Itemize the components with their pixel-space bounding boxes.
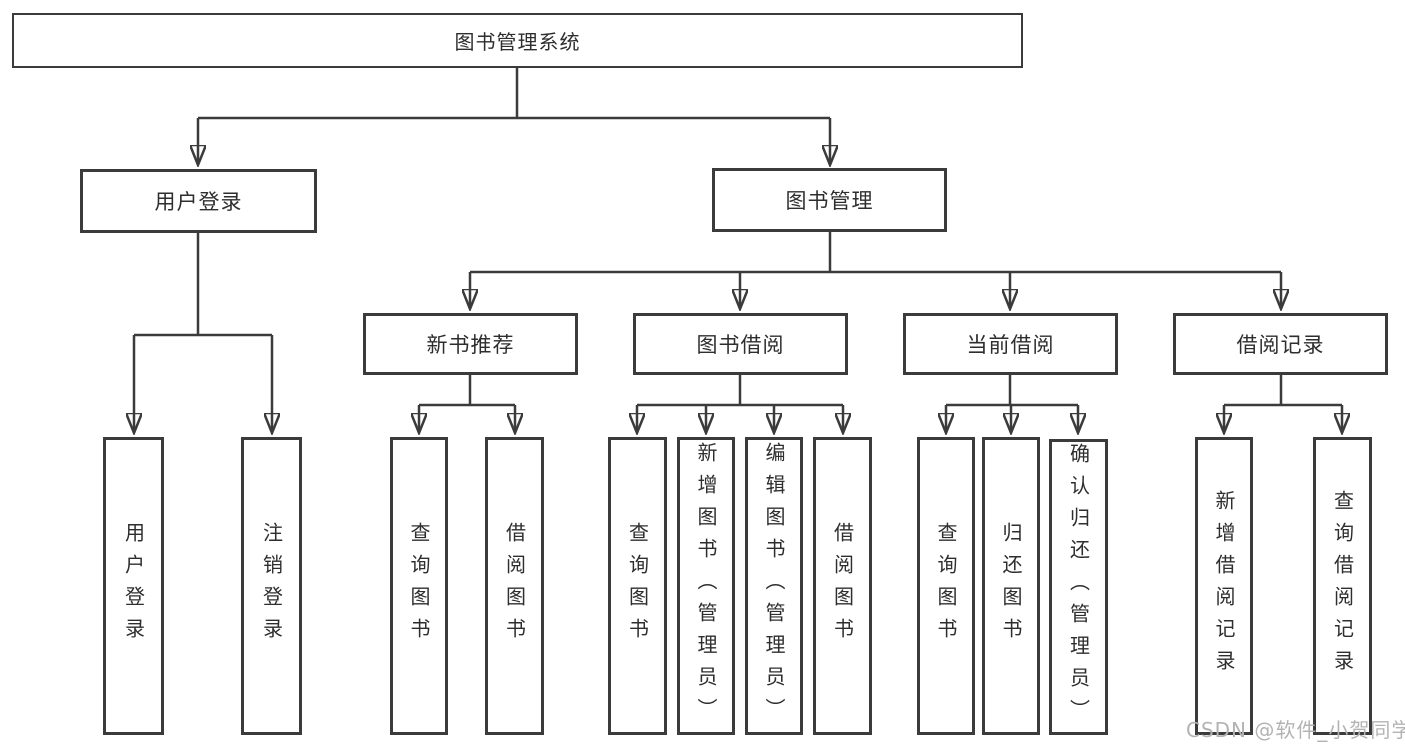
node-user-login: 用户登录 [80, 169, 317, 233]
connector-borrow-record-rail [1224, 375, 1342, 407]
leaf-nb-borrow-books-label: 借阅图书 [502, 522, 527, 650]
leaf-cb-confirm-return-admin-label: 确认归还（管理员） [1066, 443, 1091, 731]
leaf-br-add-record: 新增借阅记录 [1195, 437, 1253, 735]
connector-root-rail [198, 68, 830, 120]
leaf-logout-label: 注销登录 [259, 522, 284, 650]
leaf-br-add-record-label: 新增借阅记录 [1212, 490, 1236, 682]
node-borrow-record-label: 借阅记录 [1236, 333, 1325, 357]
leaf-cb-return-books: 归还图书 [982, 437, 1040, 735]
node-borrow-record: 借阅记录 [1173, 313, 1388, 375]
csdn-watermark: CSDN @软件_小贺同学 [1186, 718, 1405, 742]
leaf-bb-query-books: 查询图书 [608, 437, 667, 735]
node-book-management-label: 图书管理 [785, 189, 874, 213]
leaf-user-login-label: 用户登录 [121, 522, 146, 650]
node-new-book-recommend: 新书推荐 [363, 313, 578, 375]
leaf-logout: 注销登录 [241, 437, 302, 735]
leaf-cb-query-books: 查询图书 [917, 437, 975, 735]
connector-book-management-rail [470, 232, 1281, 274]
node-book-borrow-label: 图书借阅 [696, 333, 785, 357]
leaf-bb-add-books-admin: 新增图书（管理员） [677, 437, 735, 735]
leaf-bb-add-books-admin-label: 新增图书（管理员） [694, 442, 718, 730]
leaf-cb-confirm-return-admin: 确认归还（管理员） [1049, 439, 1108, 735]
connector-new-book-rail [419, 375, 515, 407]
node-new-book-recommend-label: 新书推荐 [426, 333, 515, 357]
leaf-bb-edit-books-admin-label: 编辑图书（管理员） [762, 442, 786, 730]
node-root-label: 图书管理系统 [454, 30, 581, 54]
connector-user-login-rail [134, 233, 272, 337]
leaf-bb-edit-books-admin: 编辑图书（管理员） [745, 437, 803, 735]
leaf-nb-borrow-books: 借阅图书 [485, 437, 544, 735]
node-current-borrow-label: 当前借阅 [966, 333, 1055, 357]
node-user-login-label: 用户登录 [154, 190, 243, 214]
leaf-cb-return-books-label: 归还图书 [999, 522, 1023, 650]
leaf-br-query-record-label: 查询借阅记录 [1330, 490, 1355, 682]
leaf-bb-borrow-books-label: 借阅图书 [830, 522, 855, 650]
leaf-nb-query-books: 查询图书 [390, 437, 448, 735]
connector-current-borrow-rail [946, 375, 1078, 407]
leaf-user-login: 用户登录 [103, 437, 164, 735]
leaf-nb-query-books-label: 查询图书 [407, 522, 431, 650]
node-current-borrow: 当前借阅 [903, 313, 1118, 375]
node-book-management: 图书管理 [712, 168, 947, 232]
node-root-system: 图书管理系统 [12, 13, 1023, 68]
leaf-bb-borrow-books: 借阅图书 [813, 437, 872, 735]
node-book-borrow: 图书借阅 [633, 313, 848, 375]
leaf-br-query-record: 查询借阅记录 [1313, 437, 1372, 735]
connector-book-borrow-rail [637, 375, 843, 407]
leaf-bb-query-books-label: 查询图书 [625, 522, 650, 650]
leaf-cb-query-books-label: 查询图书 [934, 522, 958, 650]
